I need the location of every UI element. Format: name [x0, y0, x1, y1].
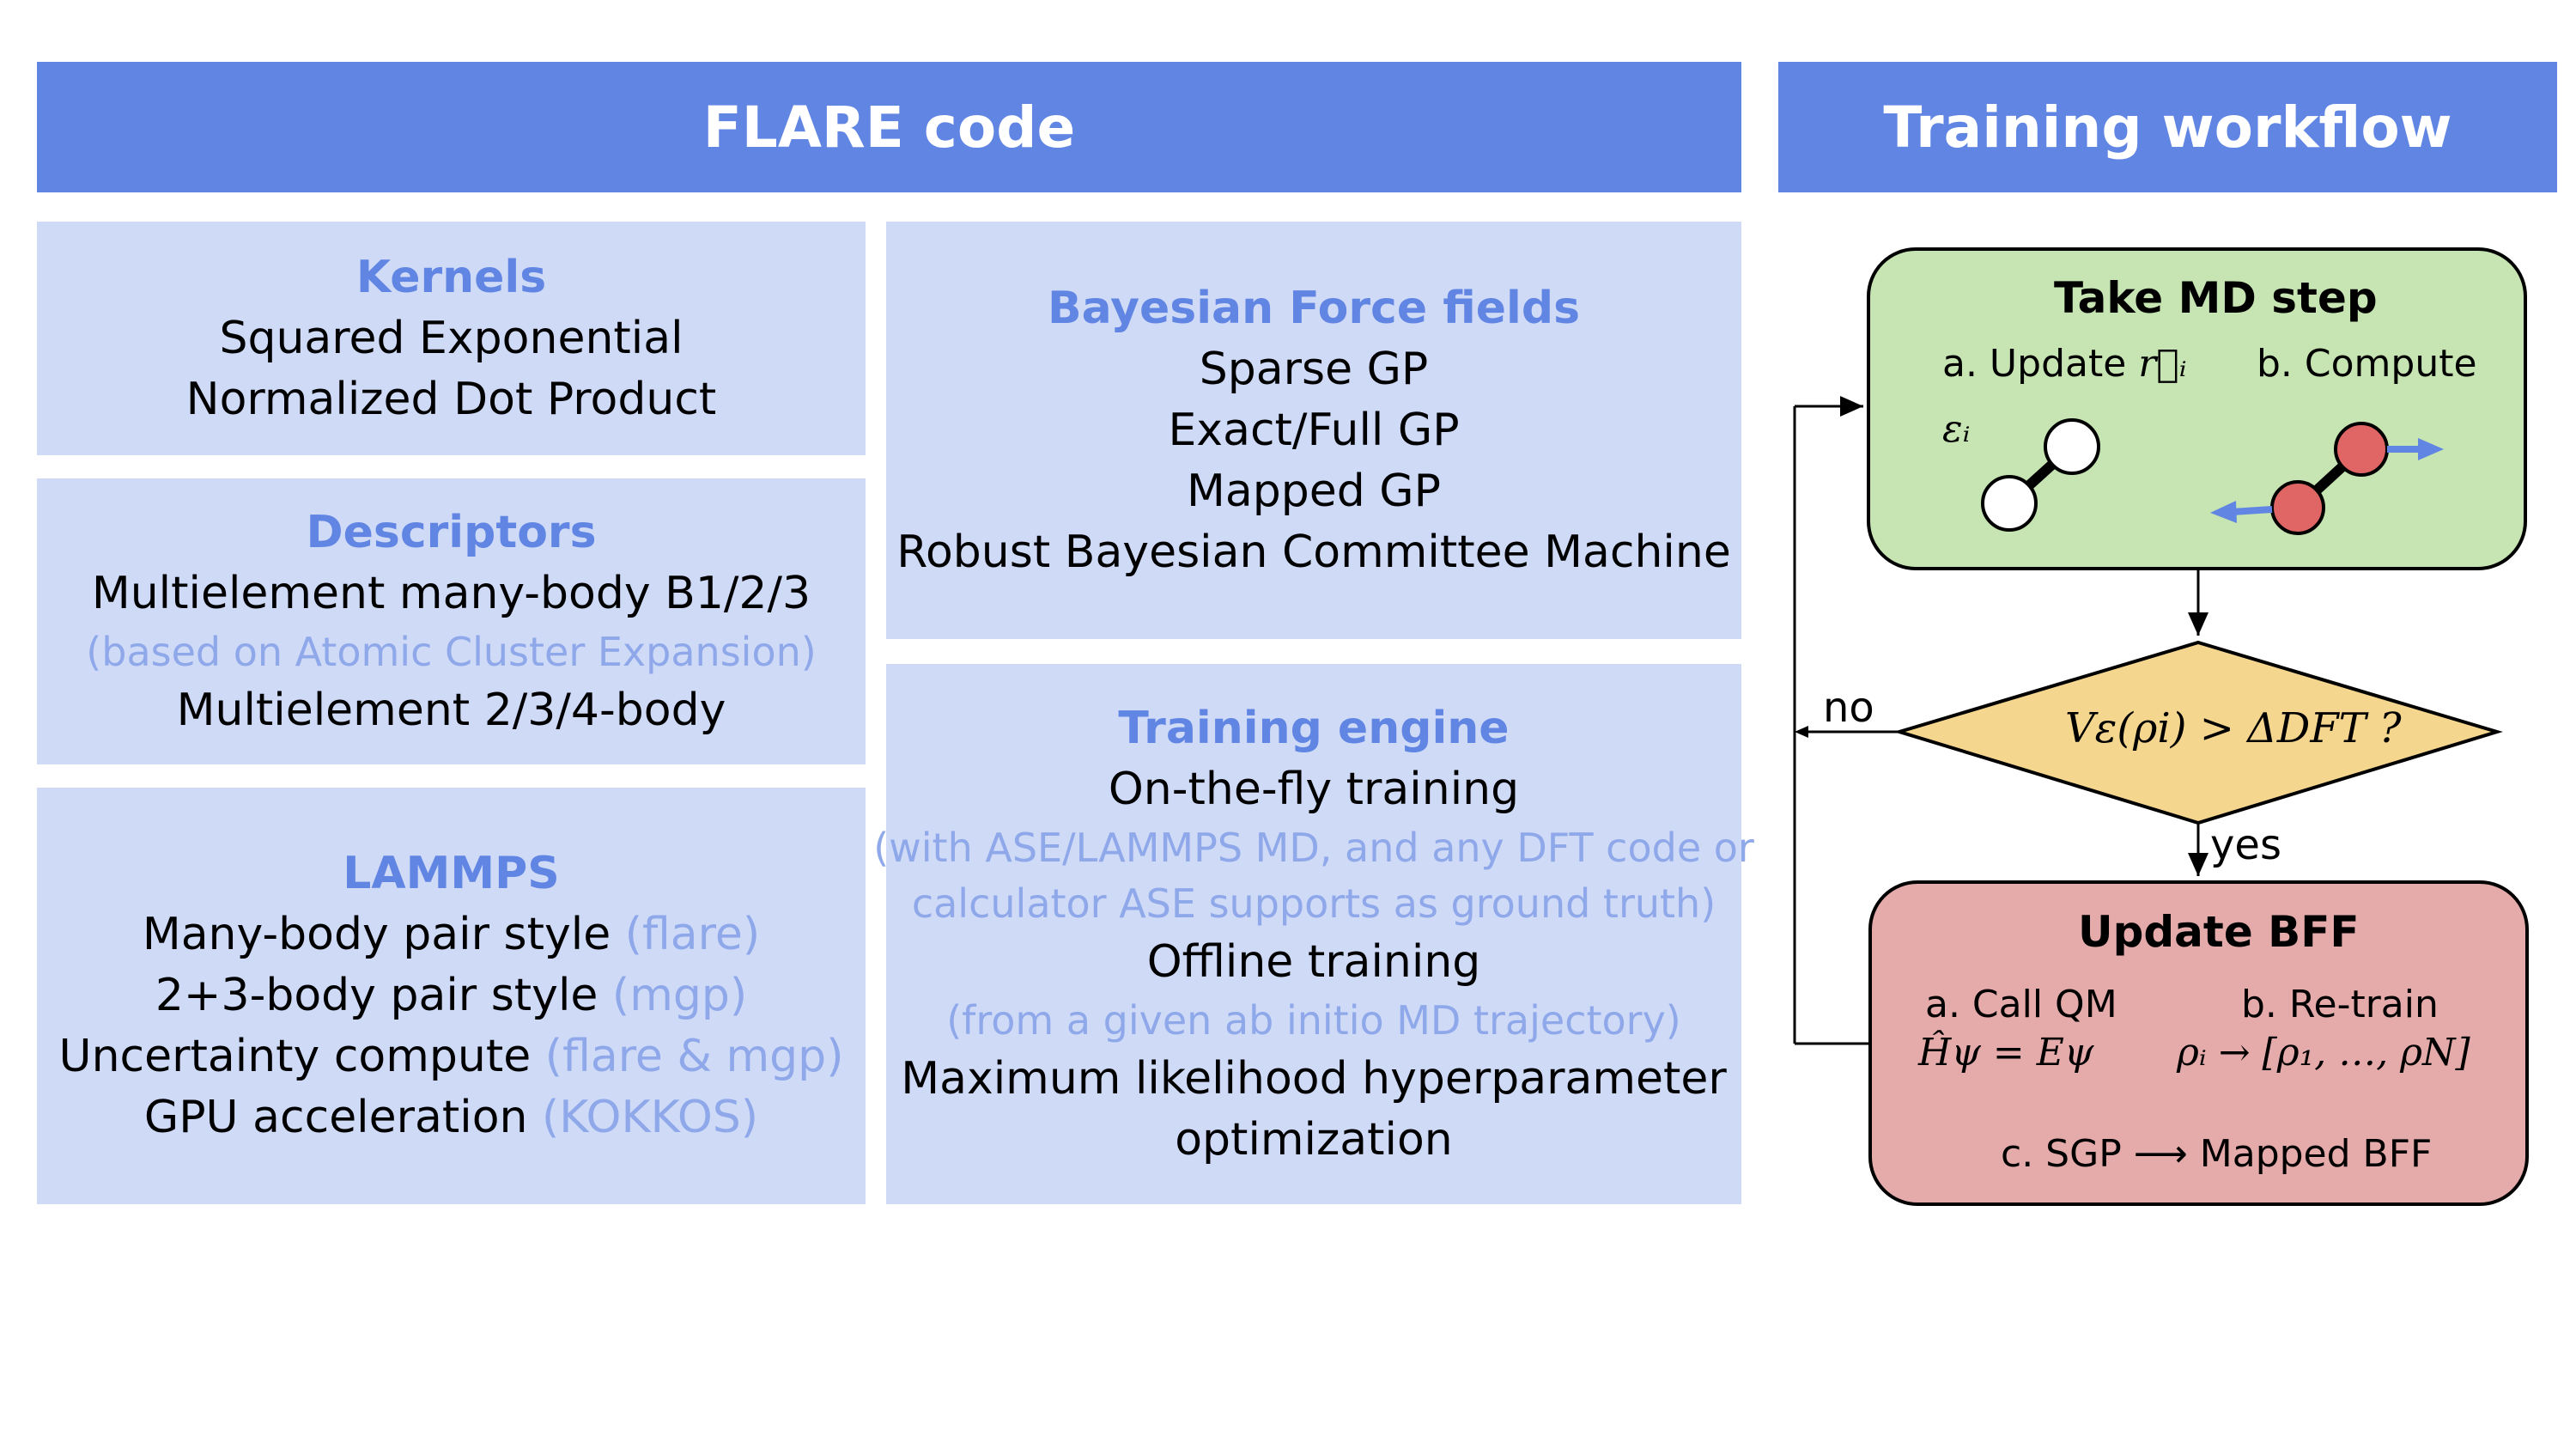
- training-engine-panel: Training engine On-the-fly training (wit…: [873, 664, 1754, 1204]
- lammps-title: LAMMPS: [343, 848, 560, 899]
- training-engine-item: Offline training: [1146, 935, 1481, 988]
- bayesian-title: Bayesian Force fields: [1047, 282, 1581, 334]
- bayesian-item: Robust Bayesian Committee Machine: [896, 526, 1731, 578]
- flare-code-banner: FLARE code: [37, 62, 1741, 192]
- decision-yes-label: yes: [2210, 821, 2281, 869]
- md-step-b-label: b. Compute: [2257, 342, 2477, 386]
- training-workflow-banner: Training workflow: [1778, 62, 2557, 192]
- lammps-item-text: Many-body pair style: [142, 909, 611, 960]
- lammps-item-tag: (flare): [624, 909, 761, 960]
- md-step-b-math: εᵢ: [1942, 407, 1971, 451]
- training-engine-note: (with ASE/LAMMPS MD, and any DFT code or: [873, 824, 1754, 871]
- training-engine-title: Training engine: [1118, 702, 1510, 754]
- training-engine-note: (from a given ab initio MD trajectory): [946, 996, 1681, 1044]
- kernels-title: Kernels: [355, 251, 547, 303]
- update-bff-b-label: b. Re-train: [2241, 983, 2439, 1026]
- md-step-title: Take MD step: [2054, 273, 2378, 323]
- force-arrowhead-icon: [2418, 438, 2444, 460]
- lammps-item: GPU acceleration (KOKKOS): [144, 1087, 758, 1148]
- lammps-item-tag: (mgp): [611, 970, 748, 1021]
- bayesian-item: Exact/Full GP: [1168, 404, 1460, 456]
- descriptors-panel: Descriptors Multielement many-body B1/2/…: [37, 478, 866, 764]
- update-bff-a-math: Ĥψ = Eψ: [1918, 1031, 2094, 1075]
- kernel-item: Normalized Dot Product: [185, 373, 717, 425]
- force-arrowhead-icon: [2210, 501, 2237, 523]
- red-atom-icon: [2270, 480, 2325, 535]
- lammps-item-text: Uncertainty compute: [58, 1031, 532, 1082]
- white-atom-icon: [1981, 475, 2038, 532]
- lammps-panel: LAMMPS Many-body pair style (flare) 2+3-…: [37, 788, 866, 1204]
- lammps-item-tag: (KOKKOS): [542, 1092, 759, 1143]
- lammps-item: Many-body pair style (flare): [143, 904, 760, 965]
- lammps-item: 2+3-body pair style (mgp): [155, 965, 747, 1026]
- md-step-a-math: r⃗ᵢ: [2138, 342, 2187, 386]
- training-workflow-title: Training workflow: [1883, 94, 2452, 161]
- kernels-panel: Kernels Squared Exponential Normalized D…: [37, 222, 866, 455]
- bayesian-force-fields-panel: Bayesian Force fields Sparse GP Exact/Fu…: [886, 222, 1741, 639]
- lammps-item-text: GPU acceleration: [143, 1092, 528, 1143]
- force-arrow-icon: [2232, 506, 2273, 515]
- descriptors-title: Descriptors: [306, 506, 597, 558]
- flare-code-title: FLARE code: [702, 94, 1076, 161]
- md-step-a-label: a. Update r⃗ᵢ: [1942, 342, 2187, 386]
- md-step-a-text: a. Update: [1942, 342, 2127, 386]
- no-arrowhead-icon: [1795, 726, 1808, 738]
- descriptor-item: Multielement many-body B1/2/3: [91, 567, 811, 619]
- lammps-item-tag: (flare & mgp): [544, 1031, 844, 1082]
- lammps-item-text: 2+3-body pair style: [155, 970, 598, 1021]
- descriptor-item: Multielement 2/3/4-body: [176, 684, 726, 736]
- lammps-item: Uncertainty compute (flare & mgp): [59, 1026, 844, 1087]
- update-bff-title: Update BFF: [2078, 907, 2360, 957]
- red-atom-icon: [2334, 422, 2389, 477]
- decision-condition: Vε(ρi) > ΔDFT ?: [2065, 704, 2402, 752]
- kernel-item: Squared Exponential: [219, 312, 683, 364]
- training-engine-item: optimization: [1175, 1113, 1453, 1166]
- bayesian-item: Sparse GP: [1199, 343, 1429, 395]
- training-engine-item: On-the-fly training: [1108, 763, 1520, 815]
- update-bff-c-label: c. SGP ⟶ Mapped BFF: [2001, 1132, 2433, 1176]
- bayesian-item: Mapped GP: [1187, 465, 1441, 517]
- training-engine-note: calculator ASE supports as ground truth): [911, 880, 1716, 927]
- descriptor-note: (based on Atomic Cluster Expansion): [86, 628, 817, 675]
- white-atom-icon: [2044, 418, 2100, 475]
- decision-no-label: no: [1823, 684, 1874, 732]
- training-engine-item: Maximum likelihood hyperparameter: [901, 1052, 1727, 1105]
- update-bff-a-label: a. Call QM: [1925, 983, 2117, 1026]
- update-bff-b-math: ρᵢ → [ρ₁, …, ρN]: [2177, 1031, 2470, 1075]
